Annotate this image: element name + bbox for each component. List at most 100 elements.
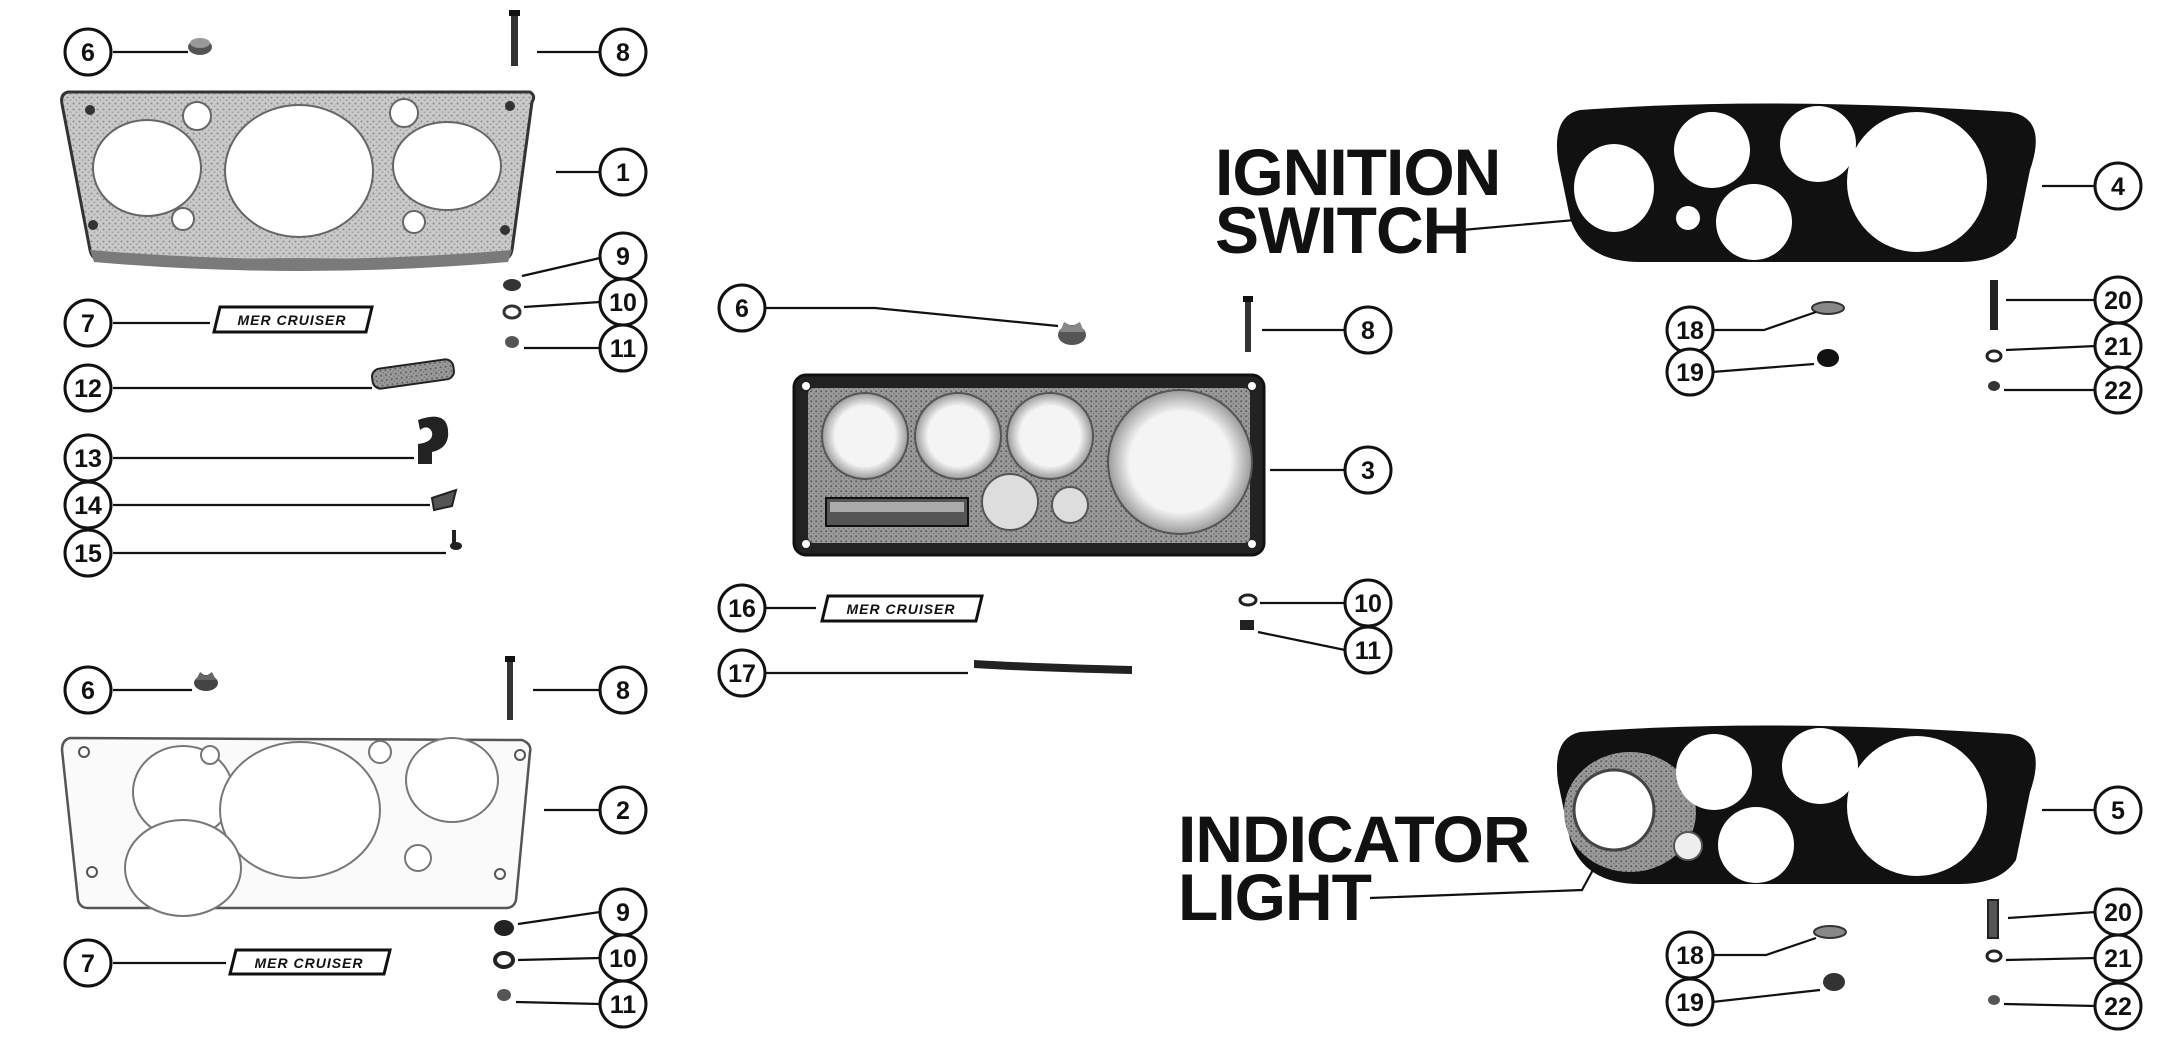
callout-15: 15 xyxy=(63,528,113,578)
panel-5-group: INDICATOR LIGHT 5 20 xyxy=(1178,725,2143,1031)
svg-text:21: 21 xyxy=(2104,945,2132,973)
svg-text:10: 10 xyxy=(609,289,637,317)
callout-10-a: 10 xyxy=(598,277,648,327)
callout-7-b: 7 xyxy=(63,938,113,988)
svg-text:6: 6 xyxy=(81,39,95,67)
screw-part-icon xyxy=(509,10,520,66)
washer-part-icon xyxy=(1238,593,1258,607)
svg-text:MER CRUISER: MER CRUISER xyxy=(254,955,363,971)
panel-3-dark xyxy=(792,373,1266,557)
svg-text:10: 10 xyxy=(1354,590,1382,618)
svg-text:16: 16 xyxy=(728,595,756,623)
locknut-part-icon xyxy=(497,989,511,1001)
svg-text:22: 22 xyxy=(2104,993,2132,1021)
locknut-part-icon xyxy=(1988,381,2000,391)
callout-6-a: 6 xyxy=(63,27,113,77)
callout-12: 12 xyxy=(63,363,113,413)
grommet-part-icon xyxy=(1823,973,1845,991)
mercruiser-badge-icon: MER CRUISER xyxy=(212,305,374,334)
svg-text:15: 15 xyxy=(74,540,102,568)
svg-text:9: 9 xyxy=(616,243,630,271)
indicator-label-line1: INDICATOR xyxy=(1178,802,1530,876)
screw-part-icon xyxy=(1243,296,1253,352)
small-screw-part-icon xyxy=(450,530,462,550)
callout-10-b: 10 xyxy=(598,933,648,983)
callout-11-a: 11 xyxy=(598,323,648,373)
svg-text:9: 9 xyxy=(616,899,630,927)
indicator-label-line2: LIGHT xyxy=(1178,860,1372,934)
svg-text:7: 7 xyxy=(81,310,95,338)
svg-text:3: 3 xyxy=(1361,457,1375,485)
panel-3-group: 6 8 3 xyxy=(717,283,1393,698)
callout-2: 2 xyxy=(598,785,648,835)
callout-19-a: 19 xyxy=(1665,347,1715,397)
callout-6-c: 6 xyxy=(717,283,767,333)
svg-text:11: 11 xyxy=(1355,637,1382,665)
svg-text:14: 14 xyxy=(74,492,102,520)
svg-text:20: 20 xyxy=(2104,899,2132,927)
panel-4-group: IGNITION SWITCH 4 18 20 xyxy=(1215,103,2143,415)
svg-text:11: 11 xyxy=(610,991,637,1019)
svg-text:10: 10 xyxy=(609,945,637,973)
screw-part-icon xyxy=(1990,280,1998,330)
washer-part-icon xyxy=(1985,349,2003,363)
svg-text:11: 11 xyxy=(610,335,637,363)
svg-text:19: 19 xyxy=(1676,359,1704,387)
grommet-tube-part-icon xyxy=(371,358,455,390)
callout-4: 4 xyxy=(2093,161,2143,211)
callout-3: 3 xyxy=(1343,445,1393,495)
svg-text:21: 21 xyxy=(2104,333,2132,361)
callout-21-a: 21 xyxy=(2093,321,2143,371)
bracket-part-icon xyxy=(418,416,449,464)
svg-text:MER CRUISER: MER CRUISER xyxy=(237,312,346,328)
trim-strip-part-icon xyxy=(974,660,1132,674)
callout-16: 16 xyxy=(717,583,767,633)
svg-text:7: 7 xyxy=(81,950,95,978)
knob-part-icon xyxy=(194,672,218,691)
callout-10-c: 10 xyxy=(1343,578,1393,628)
panel-4-black xyxy=(1556,103,2036,262)
panel-2-group: 6 8 2 xyxy=(60,656,648,1029)
clip-part-icon xyxy=(430,488,458,512)
panel-1-group: 6 8 1 xyxy=(60,10,648,578)
callout-9-b: 9 xyxy=(598,887,648,937)
callout-22-b: 22 xyxy=(2093,981,2143,1031)
panel-5-black xyxy=(1556,725,2036,884)
svg-text:8: 8 xyxy=(616,677,630,705)
svg-text:13: 13 xyxy=(74,445,102,473)
washer-part-icon xyxy=(493,951,515,969)
grommet-part-icon xyxy=(1817,349,1839,367)
svg-text:6: 6 xyxy=(735,295,749,323)
locknut-part-icon xyxy=(505,336,519,348)
callout-20-b: 20 xyxy=(2093,887,2143,937)
callout-13: 13 xyxy=(63,433,113,483)
callout-20-a: 20 xyxy=(2093,275,2143,325)
knob-part-icon xyxy=(1058,322,1086,345)
callout-6-b: 6 xyxy=(63,665,113,715)
svg-text:22: 22 xyxy=(2104,377,2132,405)
svg-text:12: 12 xyxy=(74,375,102,403)
svg-text:MER CRUISER: MER CRUISER xyxy=(846,601,955,617)
panel-2-outline xyxy=(60,736,532,917)
mercruiser-badge-icon: MER CRUISER xyxy=(228,948,392,976)
callout-18-a: 18 xyxy=(1665,305,1715,355)
svg-text:18: 18 xyxy=(1676,942,1704,970)
callout-11-b: 11 xyxy=(598,979,648,1029)
bezel-ring-part-icon xyxy=(1811,301,1845,315)
svg-text:5: 5 xyxy=(2111,797,2125,825)
svg-text:2: 2 xyxy=(616,797,630,825)
bezel-ring-part-icon xyxy=(1813,925,1847,939)
callout-14: 14 xyxy=(63,480,113,530)
ignition-label-line1: IGNITION xyxy=(1215,135,1500,209)
ignition-label-line2: SWITCH xyxy=(1215,193,1469,267)
washer-part-icon xyxy=(502,304,522,320)
svg-text:8: 8 xyxy=(1361,317,1375,345)
screw-part-icon xyxy=(505,656,515,720)
callout-17: 17 xyxy=(717,648,767,698)
nut-part-icon xyxy=(503,279,521,291)
screw-part-icon xyxy=(1987,899,1999,939)
panel-1-stippled xyxy=(60,90,536,271)
callout-8-c: 8 xyxy=(1343,305,1393,355)
svg-text:6: 6 xyxy=(81,677,95,705)
